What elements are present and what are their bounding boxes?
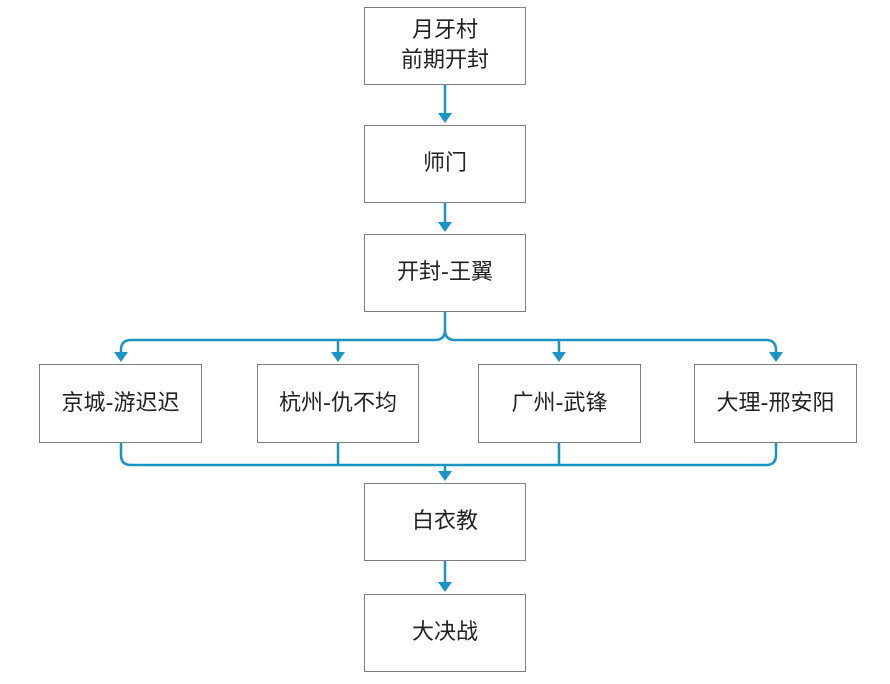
node-moon-village-line2: 前期开封: [400, 48, 489, 73]
node-moon-village-line1: 月牙村: [411, 18, 478, 43]
node-final-battle: 大决战: [364, 594, 526, 672]
node-guangzhou-label: 广州-武锋: [511, 390, 608, 416]
node-hangzhou: 杭州-仇不均: [257, 364, 419, 443]
arrowhead-jingcheng: [114, 352, 128, 362]
node-kaifeng-label: 开封-王翼: [397, 260, 493, 285]
arrowhead-guangzhou: [552, 352, 566, 362]
node-dali: 大理-邢安阳: [694, 364, 857, 443]
node-jingcheng: 京城-游迟迟: [39, 364, 202, 443]
arrowhead-master: [438, 113, 452, 123]
node-final-battle-label: 大决战: [411, 620, 478, 645]
edge-kaifeng-branch: [119, 312, 778, 353]
arrowhead-baiyi: [438, 471, 452, 481]
node-master-label: 师门: [422, 151, 467, 176]
arrowhead-dali: [769, 352, 783, 362]
node-dali-label: 大理-邢安阳: [716, 390, 835, 416]
node-baiyi: 白衣教: [364, 483, 526, 561]
node-moon-village: 月牙村 前期开封: [364, 7, 526, 85]
arrowhead-hangzhou: [331, 352, 345, 362]
edge-cities-merge: [119, 443, 778, 472]
node-hangzhou-label: 杭州-仇不均: [279, 390, 397, 416]
arrowhead-kaifeng: [438, 222, 452, 232]
node-guangzhou: 广州-武锋: [478, 364, 641, 443]
node-master: 师门: [364, 125, 526, 203]
arrowhead-final: [438, 582, 452, 592]
node-kaifeng: 开封-王翼: [364, 234, 526, 312]
node-baiyi-label: 白衣教: [411, 509, 478, 534]
node-jingcheng-label: 京城-游迟迟: [61, 390, 180, 416]
